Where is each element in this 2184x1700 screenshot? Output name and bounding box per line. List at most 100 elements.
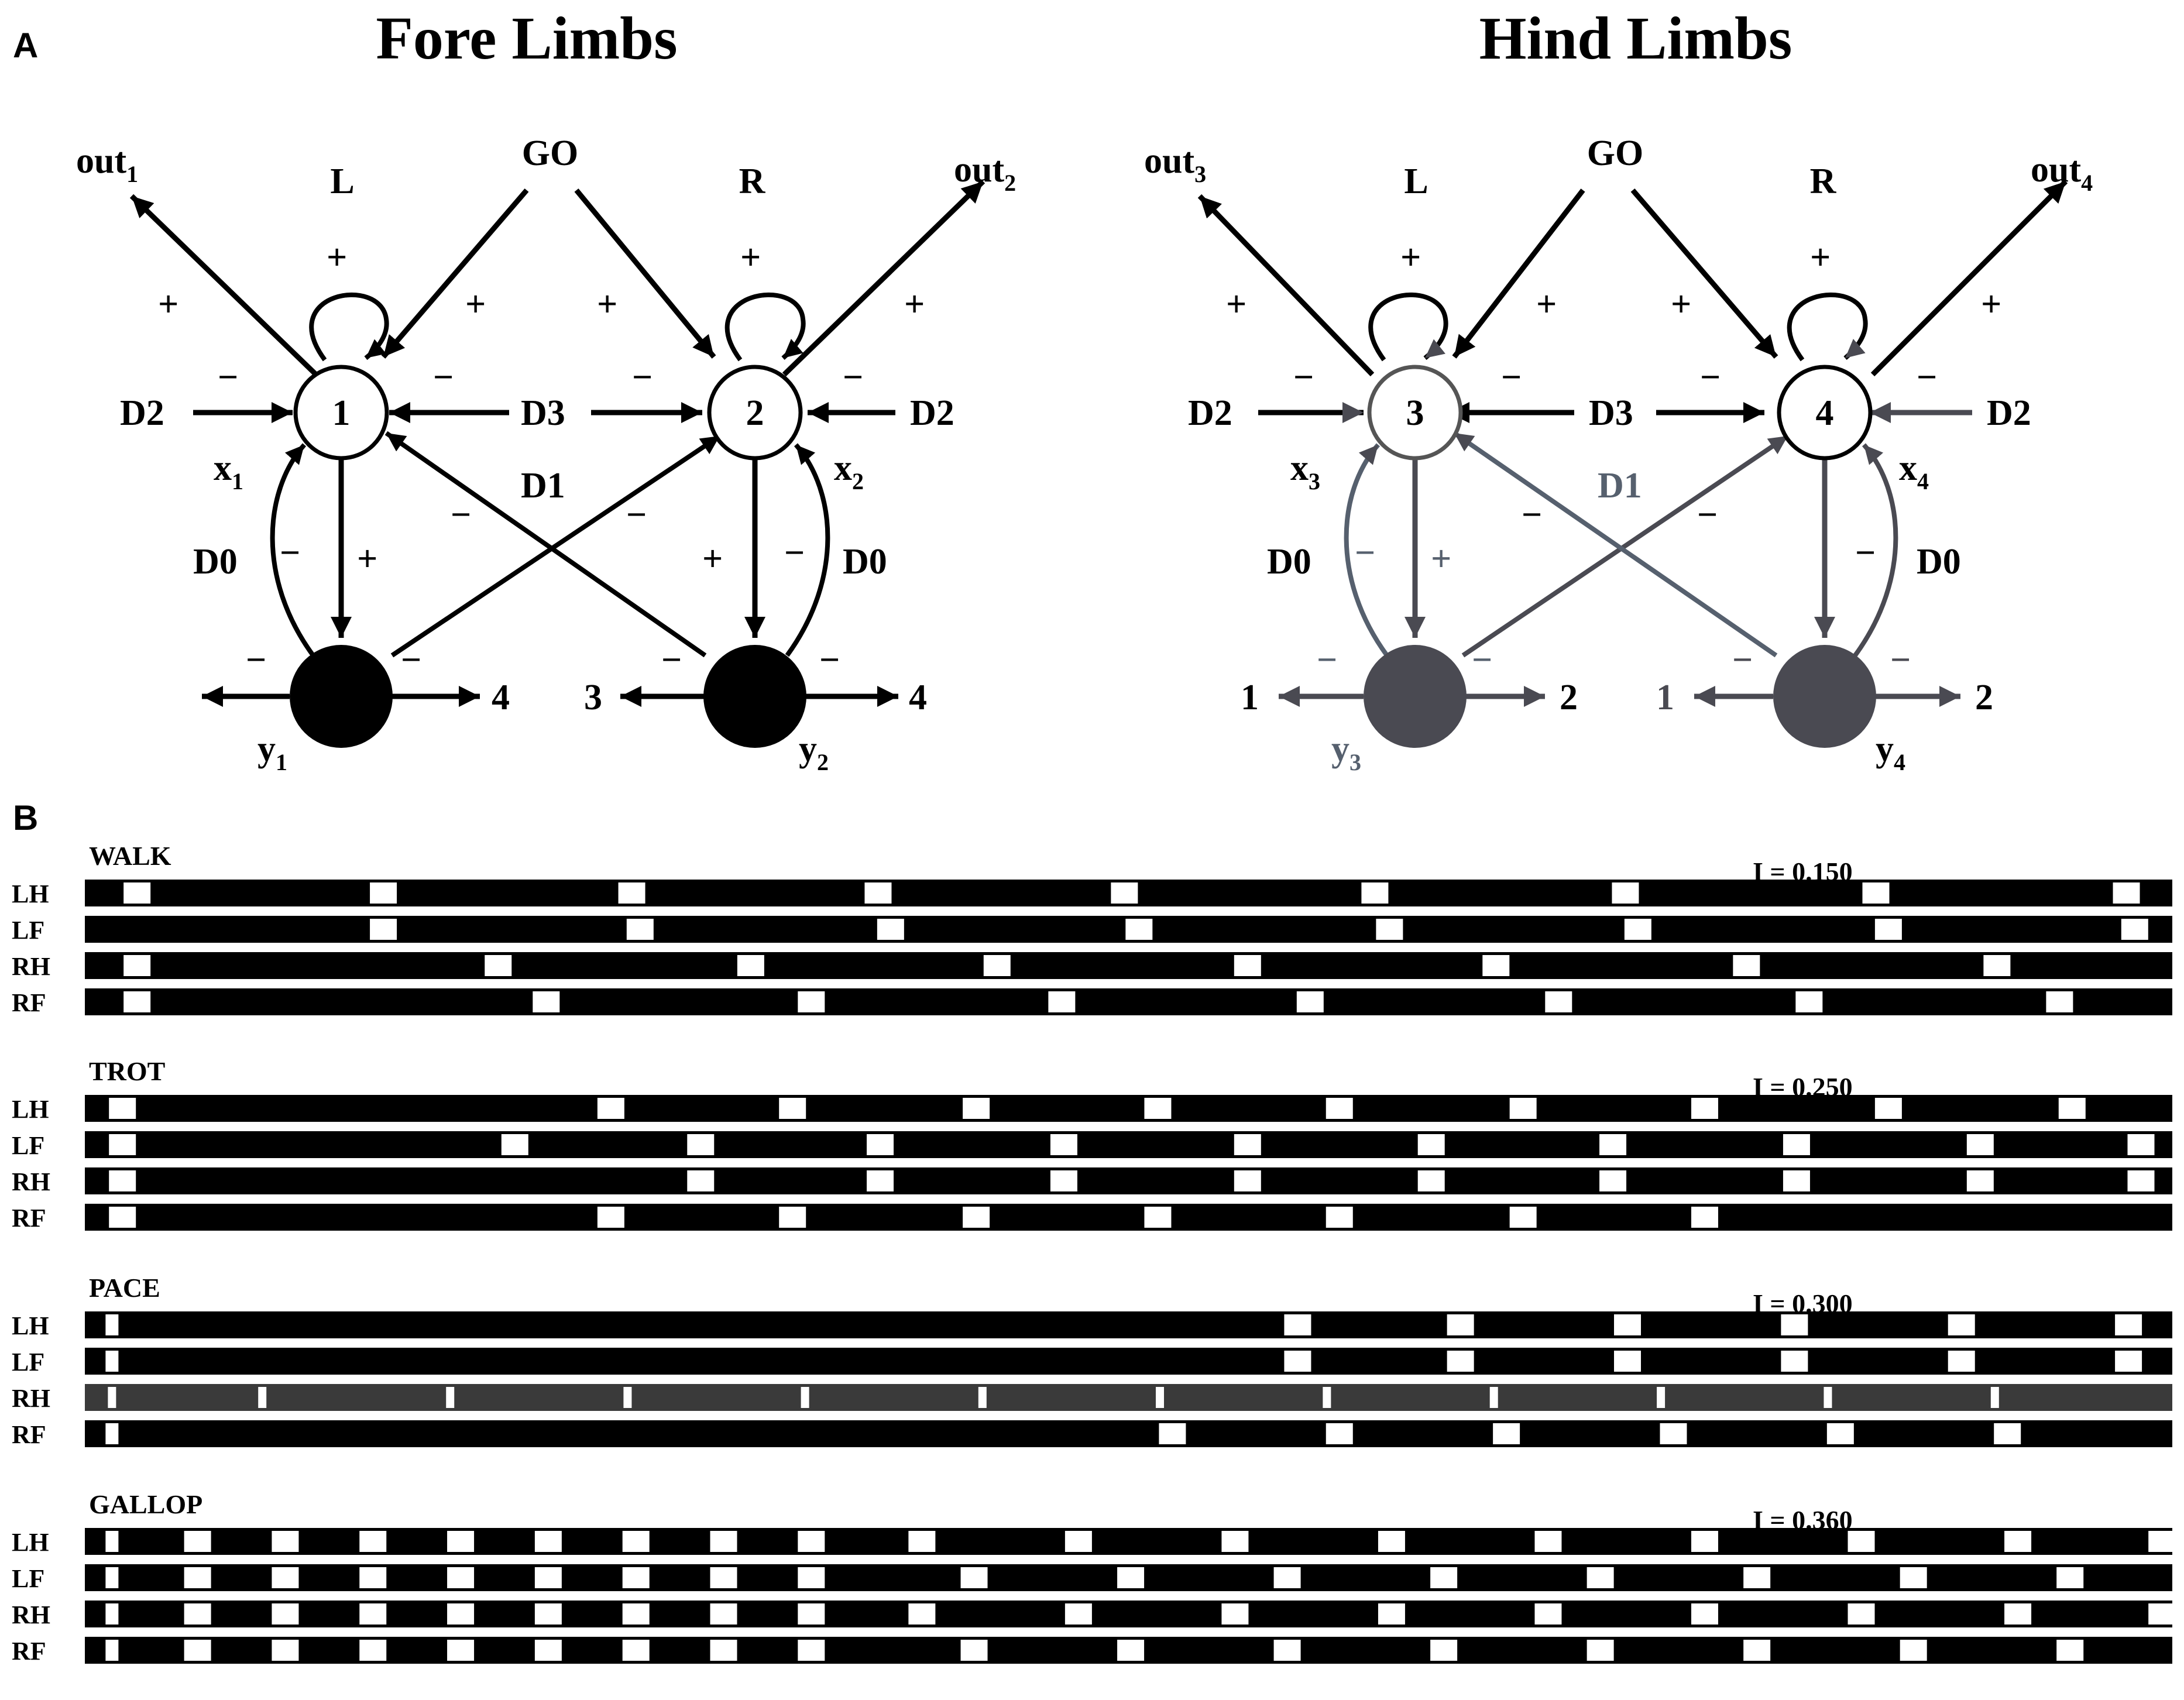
swing-phase-mark (184, 1531, 211, 1552)
y3-target-right-label: 2 (1560, 678, 1578, 717)
y3-label: y3 (1331, 729, 1361, 775)
swing-phase-mark (687, 1170, 715, 1191)
swing-phase-mark (1624, 919, 1651, 940)
sign: + (1671, 284, 1691, 324)
sign: + (904, 284, 925, 324)
fore-limbs-title: Fore Limbs (376, 5, 677, 72)
swing-phase-mark (447, 1603, 475, 1625)
sign: − (1732, 640, 1753, 680)
sign: − (1700, 358, 1721, 397)
swing-phase-mark (1783, 1170, 1810, 1191)
swing-phase-mark (798, 1603, 825, 1625)
swing-phase-mark (109, 1098, 136, 1119)
swing-phase-mark (983, 955, 1011, 976)
node-4-label: 4 (1816, 393, 1834, 433)
l-label-hind: L (1404, 162, 1428, 201)
sign: + (740, 238, 761, 277)
sign: − (280, 533, 300, 573)
node-3 (1367, 365, 1463, 461)
swing-phase-mark (1990, 1387, 1999, 1408)
node-4-self-loop (1787, 292, 1868, 362)
swing-phase-mark (1221, 1531, 1249, 1552)
sign: − (1355, 533, 1375, 573)
swing-phase-mark (184, 1603, 211, 1625)
swing-phase-mark (597, 1098, 624, 1119)
swing-phase-mark (622, 1531, 650, 1552)
swing-phase-mark (370, 919, 397, 940)
swing-phase-mark (1691, 1098, 1718, 1119)
swing-phase-mark (105, 1423, 119, 1444)
swing-phase-mark (1874, 1098, 1902, 1119)
swing-phase-mark (1378, 1531, 1405, 1552)
swing-phase-mark (1144, 1207, 1172, 1228)
swing-phase-mark (105, 1567, 119, 1588)
swing-phase-mark (1284, 1314, 1311, 1335)
gait-bar (85, 952, 2172, 979)
swing-phase-mark (1273, 1640, 1301, 1661)
gait-name-pace: PACE (89, 1273, 160, 1303)
swing-phase-mark (485, 955, 512, 976)
swing-phase-mark (2148, 1603, 2176, 1625)
swing-phase-mark (359, 1640, 387, 1661)
swing-phase-mark (123, 991, 151, 1012)
sign: + (465, 284, 486, 324)
swing-phase-mark (123, 882, 151, 904)
swing-phase-mark (1325, 1098, 1353, 1119)
limb-label-rf: RF (12, 988, 46, 1017)
sign: − (784, 533, 805, 573)
limb-label-rf: RF (12, 1637, 46, 1665)
sign: − (401, 640, 421, 680)
swing-phase-mark (2046, 991, 2073, 1012)
swing-phase-mark (1417, 1134, 1445, 1155)
limb-label-rf: RF (12, 1204, 46, 1232)
limb-label-rh: RH (12, 1601, 50, 1629)
swing-phase-mark (1284, 1351, 1311, 1372)
d0-right-label-hind: D0 (1917, 542, 1961, 582)
swing-phase-mark (446, 1387, 455, 1408)
swing-phase-mark (1156, 1387, 1165, 1408)
swing-phase-mark (1587, 1640, 1614, 1661)
swing-phase-mark (1966, 1170, 1994, 1191)
swing-phase-mark (597, 1207, 624, 1228)
hind-limbs-network: Hind Limbs 3 4 GO L R out3 out (1144, 5, 2093, 775)
swing-phase-mark (272, 1531, 299, 1552)
swing-phase-mark (798, 1531, 825, 1552)
swing-phase-mark (1848, 1603, 1875, 1625)
out-1-label: out1 (76, 141, 138, 187)
swing-phase-mark (1296, 991, 1324, 1012)
swing-phase-mark (1848, 1531, 1875, 1552)
swing-phase-mark (626, 919, 654, 940)
swing-phase-mark (1482, 955, 1510, 976)
swing-phase-mark (1430, 1567, 1458, 1588)
node-y4 (1773, 645, 1876, 748)
swing-phase-mark (105, 1314, 119, 1335)
limb-label-lf: LF (12, 1131, 44, 1160)
gait-bar (85, 1420, 2172, 1447)
swing-phase-mark (687, 1134, 715, 1155)
swing-phase-mark (534, 1640, 562, 1661)
node-1-self-loop (309, 292, 389, 362)
swing-phase-mark (1795, 991, 1823, 1012)
swing-phase-mark (1144, 1098, 1172, 1119)
swing-phase-mark (359, 1531, 387, 1552)
sign: − (1501, 358, 1522, 397)
swing-phase-mark (963, 1098, 990, 1119)
swing-phase-mark (1325, 1207, 1353, 1228)
swing-phase-mark (1064, 1531, 1092, 1552)
swing-phase-mark (864, 882, 892, 904)
y2-label: y2 (799, 729, 829, 775)
sign: − (819, 640, 840, 680)
swing-phase-mark (877, 919, 904, 940)
y3-target-left-label: 1 (1241, 678, 1259, 717)
swing-phase-mark (447, 1640, 475, 1661)
swing-phase-mark (2004, 1531, 2032, 1552)
x4-label: x4 (1899, 448, 1929, 494)
swing-phase-mark (1862, 882, 1890, 904)
gait-name-walk: WALK (89, 841, 171, 871)
limb-label-lf: LF (12, 1564, 44, 1593)
swing-phase-mark (1117, 1567, 1145, 1588)
swing-phase-mark (1587, 1567, 1614, 1588)
d3-label-hind: D3 (1589, 393, 1633, 433)
swing-phase-mark (534, 1567, 562, 1588)
